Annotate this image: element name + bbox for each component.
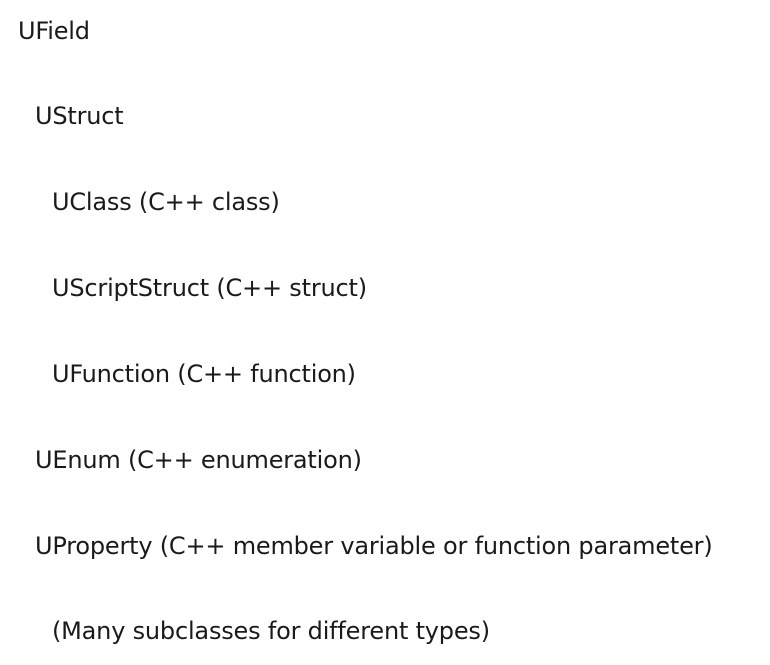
node-ufunction: UFunction (C++ function) [52, 360, 356, 388]
node-uclass: UClass (C++ class) [52, 188, 280, 216]
node-uproperty-subclasses: (Many subclasses for different types) [52, 617, 490, 645]
node-uscriptstruct: UScriptStruct (C++ struct) [52, 274, 367, 302]
node-ustruct: UStruct [35, 102, 124, 130]
node-uproperty: UProperty (C++ member variable or functi… [35, 532, 713, 560]
node-ufield: UField [18, 17, 90, 45]
node-uenum: UEnum (C++ enumeration) [35, 446, 362, 474]
